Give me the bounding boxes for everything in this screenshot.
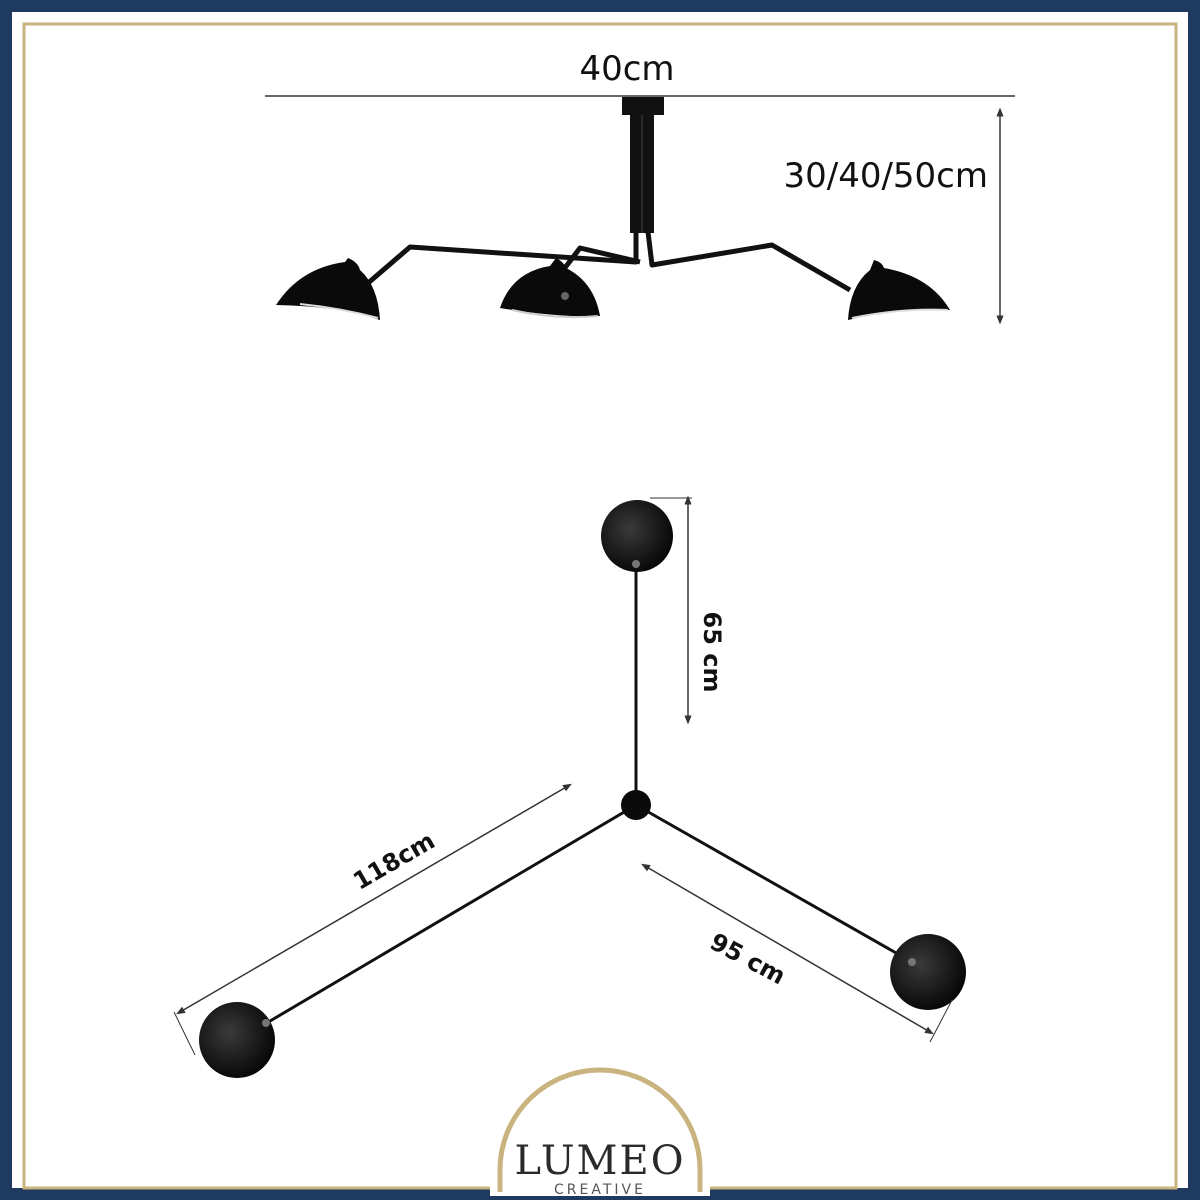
inner-border: [22, 22, 1178, 1190]
ceiling-canopy: [622, 97, 664, 115]
side-view: 40cm 30/40/50cm: [265, 49, 1015, 325]
center-hub: [621, 790, 651, 820]
middle-lamp-shade: [500, 258, 600, 319]
logo-name: LUMEO: [514, 1138, 685, 1184]
height-label: 30/40/50cm: [783, 156, 988, 196]
left-long-arm: [264, 803, 637, 1026]
width-label: 40cm: [579, 49, 674, 89]
brand-logo: LUMEO CREATIVE: [490, 1067, 710, 1198]
right-arm-label: 95 cm: [705, 928, 790, 991]
logo-sub: CREATIVE: [554, 1182, 646, 1198]
top-view: 65 cm 118cm 95 cm: [173, 495, 966, 1078]
left-lamp-shade-top: [199, 1002, 275, 1078]
right-arm-dimension-line: [641, 863, 934, 1035]
left-arm-label: 118cm: [348, 827, 439, 896]
top-arm-label: 65 cm: [698, 612, 726, 693]
right-arm: [645, 231, 852, 293]
left-arm-dimension-line: [176, 783, 572, 1015]
right-lamp-shade: [848, 260, 950, 320]
left-arm: [358, 232, 639, 292]
left-lamp-shade: [276, 258, 380, 320]
logo-arch: [497, 1067, 703, 1192]
right-arm-top: [635, 803, 913, 964]
right-lamp-shade-top: [890, 934, 966, 1010]
top-lamp-shade: [601, 500, 673, 572]
